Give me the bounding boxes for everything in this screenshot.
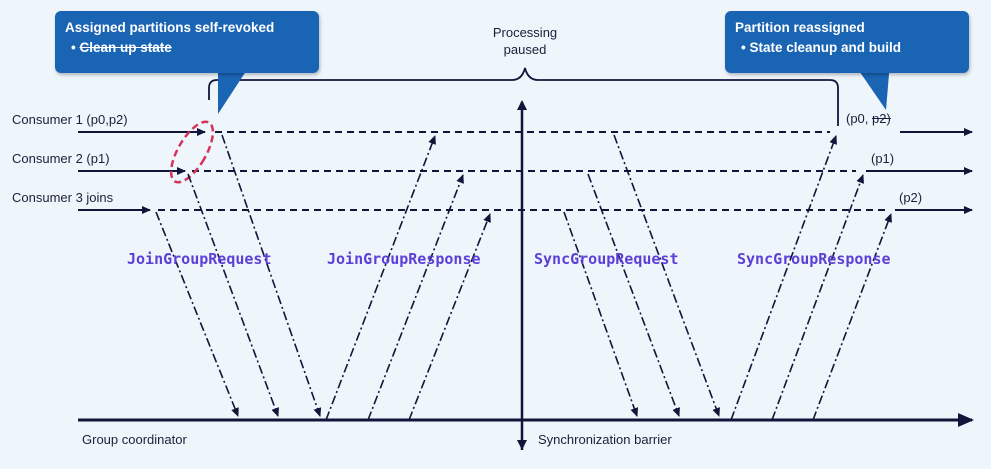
consumer-1-end-label-b: p2)	[872, 111, 891, 126]
join-response-arrows	[325, 135, 491, 421]
processing-line2: paused	[503, 42, 547, 57]
consumer-1-end-label: (p0, p2)	[846, 111, 891, 126]
processing-paused-label: Processing paused	[470, 24, 580, 58]
synchronization-barrier-label: Synchronization barrier	[538, 432, 672, 447]
join-group-response-label: JoinGroupResponse	[327, 250, 481, 268]
revocation-highlight	[169, 120, 215, 184]
join-request-arrows	[155, 134, 322, 417]
consumer-2-end-label: (p1)	[871, 151, 895, 166]
sync-request-arrows	[563, 134, 720, 417]
barrier-arrow-bottom	[517, 440, 527, 450]
consumer-1-label: Consumer 1 (p0,p2)	[12, 112, 128, 127]
right-callout-title: Partition reassigned	[735, 20, 865, 35]
left-callout-pointer	[218, 62, 252, 114]
sync-group-response-label: SyncGroupResponse	[737, 250, 891, 268]
barrier-arrow-top	[517, 100, 527, 110]
left-callout-bullet: • Clean up state	[71, 40, 172, 55]
consumer-3-end-label: (p2)	[899, 190, 923, 205]
consumer-1-end-label-a: (p0,	[846, 111, 869, 126]
processing-paused-bracket	[208, 67, 839, 126]
right-callout: Partition reassigned • State cleanup and…	[725, 11, 969, 73]
sync-group-request-label: SyncGroupRequest	[534, 250, 679, 268]
left-callout: Assigned partitions self-revoked • Clean…	[55, 11, 319, 73]
right-callout-bullet: • State cleanup and build	[741, 40, 902, 55]
right-callout-pointer	[853, 62, 890, 110]
consumer-3-label: Consumer 3 joins	[12, 190, 114, 205]
processing-line1: Processing	[492, 25, 558, 40]
left-callout-title: Assigned partitions self-revoked	[65, 20, 275, 35]
left-callout-bullet-text: Clean up state	[79, 40, 172, 55]
join-group-request-label: JoinGroupRequest	[127, 250, 272, 268]
right-callout-bullet-text: State cleanup and build	[749, 40, 902, 55]
group-coordinator-label: Group coordinator	[82, 432, 187, 447]
consumer-2-label: Consumer 2 (p1)	[12, 151, 110, 166]
sync-response-arrows	[730, 135, 892, 421]
